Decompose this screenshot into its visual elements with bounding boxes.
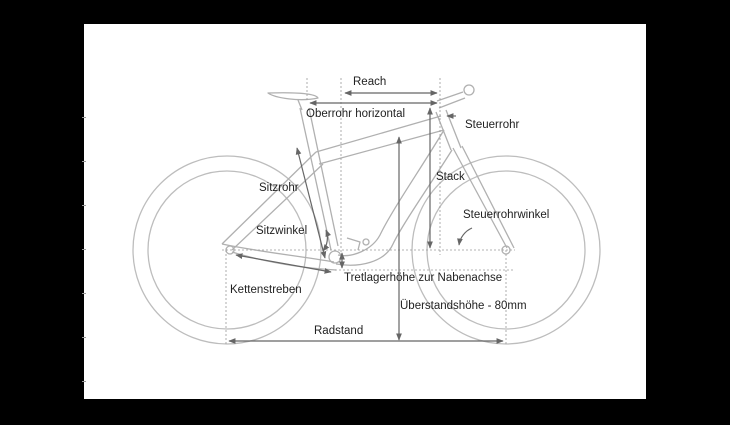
label-reach: Reach: [353, 76, 387, 88]
ruler-tick: [82, 117, 86, 118]
dimension-arrows: [228, 90, 504, 344]
ruler-tick: [82, 381, 86, 382]
label-stack: Stack: [436, 171, 465, 183]
ruler-tick: [82, 293, 86, 294]
reference-lines: [222, 78, 515, 346]
ruler-tick: [82, 337, 86, 338]
label-top-tube-horizontal: Oberrohr horizontal: [306, 108, 406, 120]
ruler-tick: [82, 249, 86, 250]
label-head-tube: Steuerrohr: [465, 119, 520, 131]
label-chainstays: Kettenstreben: [230, 284, 302, 296]
label-seat-tube: Sitzrohr: [259, 182, 299, 194]
ruler-tick: [82, 205, 86, 206]
label-seat-angle: Sitzwinkel: [256, 225, 308, 237]
label-head-tube-angle: Steuerrohrwinkel: [463, 209, 550, 221]
label-wheelbase: Radstand: [314, 325, 364, 337]
label-standover: Überstandshöhe - 80mm: [400, 300, 527, 312]
label-bb-height: Tretlagerhöhe zur Nabenachse: [344, 272, 503, 284]
ruler-tick: [82, 161, 86, 162]
diagram-panel: [84, 24, 646, 399]
